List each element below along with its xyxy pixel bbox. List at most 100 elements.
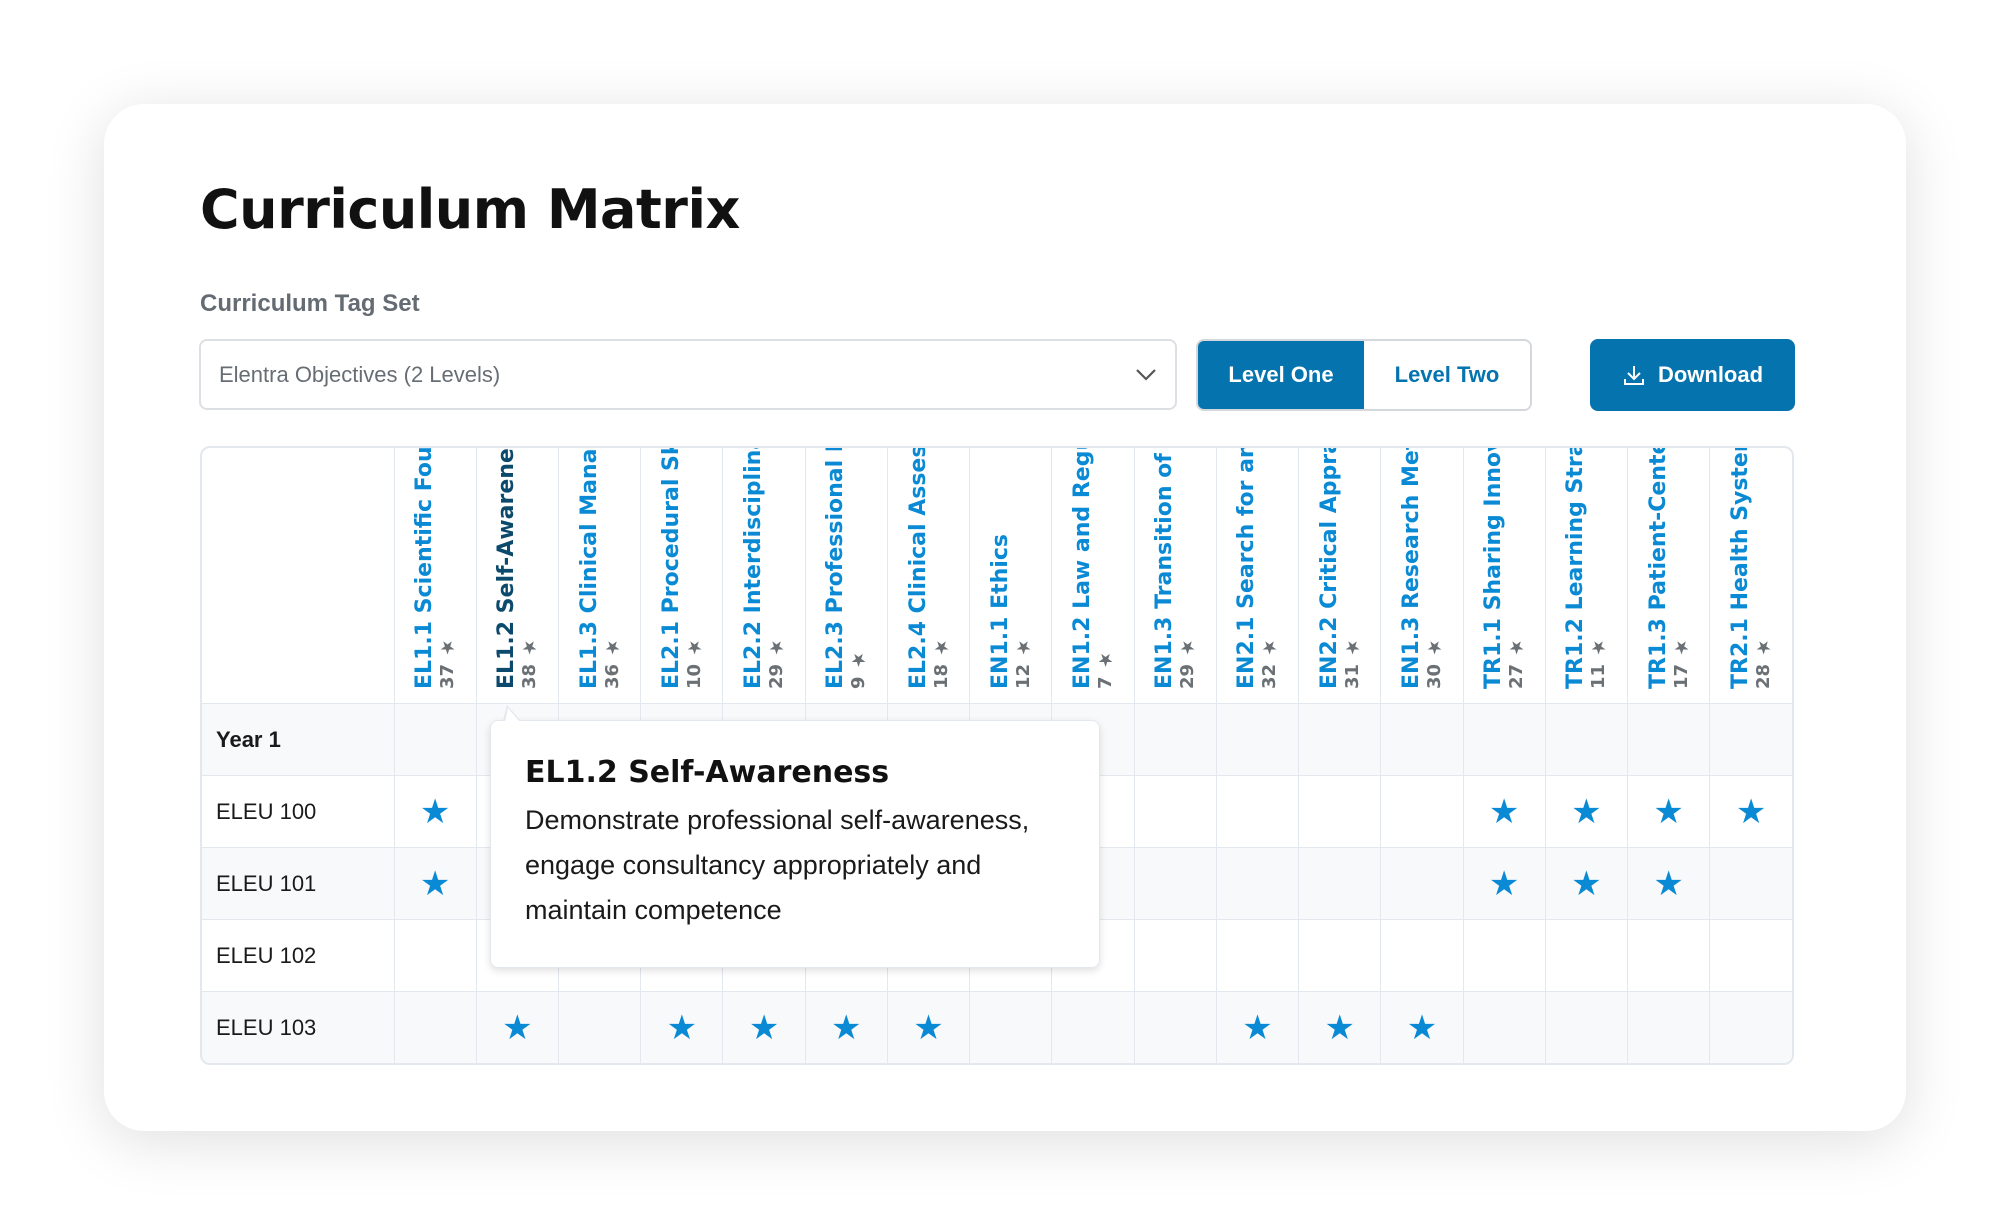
matrix-cell[interactable] — [1545, 991, 1629, 1063]
matrix-cell[interactable] — [1709, 847, 1792, 920]
matrix-cell[interactable]: ★ — [1545, 775, 1629, 848]
tag-set-select[interactable]: Elentra Objectives (2 Levels) — [199, 339, 1177, 410]
column-header[interactable]: EL1.2 Self-Awarenes 38 ★ — [476, 448, 559, 704]
matrix-cell[interactable]: ★ — [1627, 775, 1711, 848]
matrix-cell[interactable] — [1216, 703, 1300, 776]
matrix-cell[interactable]: ★ — [1380, 991, 1464, 1063]
matrix-cell[interactable] — [1545, 919, 1629, 992]
column-header[interactable]: TR1.3 Patient-Cente 17 ★ — [1627, 448, 1711, 704]
corner-cell — [202, 448, 395, 704]
star-icon: ★ — [1670, 636, 1692, 658]
matrix-cell[interactable] — [1545, 703, 1629, 776]
count-value: 32 — [1259, 663, 1281, 689]
column-count: 32 ★ — [1259, 448, 1281, 689]
matrix-cell[interactable]: ★ — [394, 775, 477, 848]
column-header[interactable]: EN1.1 Ethics 12 ★ — [969, 448, 1053, 704]
column-header[interactable]: EN2.2 Critical Appra 31 ★ — [1298, 448, 1382, 704]
matrix-cell[interactable] — [1298, 775, 1382, 848]
matrix-cell[interactable] — [1709, 991, 1792, 1063]
count-value: 37 — [437, 663, 459, 689]
matrix-cell[interactable] — [969, 991, 1053, 1063]
level-one-button[interactable]: Level One — [1198, 341, 1364, 409]
matrix-cell[interactable] — [394, 703, 477, 776]
column-label: EN1.3 Transition of u — [1152, 448, 1178, 689]
matrix-cell[interactable] — [1627, 991, 1711, 1063]
column-header[interactable]: EN1.3 Transition of u 29 ★ — [1134, 448, 1217, 704]
matrix-cell[interactable] — [1380, 847, 1464, 920]
column-header[interactable]: EL1.3 Clinical Manag 36 ★ — [558, 448, 642, 704]
column-header[interactable]: EL1.1 Scientific Found 37 ★ — [394, 448, 477, 704]
matrix-cell[interactable] — [1134, 703, 1217, 776]
column-header[interactable]: EL2.4 Clinical Assess 18 ★ — [887, 448, 971, 704]
count-value: 18 — [930, 663, 952, 689]
star-icon: ★ — [1242, 1007, 1273, 1048]
column-header-text: EN1.1 Ethics 12 ★ — [988, 448, 1034, 689]
matrix-cell[interactable] — [1216, 919, 1300, 992]
matrix-cell[interactable] — [1380, 919, 1464, 992]
matrix-cell[interactable] — [1627, 919, 1711, 992]
column-header[interactable]: TR2.1 Health System 28 ★ — [1709, 448, 1792, 704]
matrix-cell[interactable]: ★ — [1627, 847, 1711, 920]
matrix-cell[interactable] — [1298, 847, 1382, 920]
matrix-cell[interactable] — [558, 991, 642, 1063]
star-icon: ★ — [1653, 791, 1684, 832]
column-count: 28 ★ — [1753, 448, 1774, 689]
matrix-cell[interactable] — [1216, 847, 1300, 920]
download-label: Download — [1657, 362, 1764, 387]
matrix-cell[interactable] — [394, 919, 477, 992]
matrix-cell[interactable]: ★ — [476, 991, 559, 1063]
column-header[interactable]: EN1.3 Research Meth 30 ★ — [1380, 448, 1464, 704]
matrix-cell[interactable] — [1380, 775, 1464, 848]
matrix-cell[interactable]: ★ — [722, 991, 806, 1063]
column-count: 7 ★ — [1094, 448, 1116, 689]
matrix-cell[interactable] — [1134, 847, 1217, 920]
tag-set-value: Elentra Objectives (2 Levels) — [219, 361, 501, 387]
matrix-cell[interactable] — [394, 991, 477, 1063]
matrix-cell[interactable]: ★ — [1216, 991, 1300, 1063]
matrix-cell[interactable] — [1627, 703, 1711, 776]
column-label: EN1.2 Law and Regul — [1069, 448, 1095, 689]
column-header[interactable]: TR1.1 Sharing Innova 27 ★ — [1463, 448, 1546, 704]
matrix-cell[interactable] — [1298, 919, 1382, 992]
matrix-cell[interactable]: ★ — [1545, 847, 1629, 920]
download-button[interactable]: Download — [1590, 339, 1795, 411]
matrix-cell[interactable] — [1463, 919, 1546, 992]
matrix-cell[interactable]: ★ — [887, 991, 971, 1063]
column-header-text: TR2.1 Health System 28 ★ — [1728, 448, 1774, 689]
matrix-cell[interactable] — [1216, 775, 1300, 848]
column-header[interactable]: EN1.2 Law and Regul 7 ★ — [1051, 448, 1135, 704]
matrix-cell[interactable] — [1134, 991, 1217, 1063]
column-header[interactable]: TR1.2 Learning Strat 11 ★ — [1545, 448, 1629, 704]
star-icon: ★ — [1094, 649, 1116, 671]
matrix-cell[interactable] — [1298, 703, 1382, 776]
column-header[interactable]: EL2.1 Procedural Skil 10 ★ — [640, 448, 724, 704]
matrix-cell[interactable] — [1380, 703, 1464, 776]
matrix-cell[interactable] — [1051, 991, 1135, 1063]
matrix-cell[interactable] — [1463, 991, 1546, 1063]
matrix-cell[interactable]: ★ — [1463, 847, 1546, 920]
count-value: 30 — [1423, 663, 1445, 689]
matrix-cell[interactable]: ★ — [394, 847, 477, 920]
matrix-cell[interactable] — [1709, 703, 1792, 776]
matrix-cell[interactable]: ★ — [1463, 775, 1546, 848]
column-header[interactable]: EL2.2 Interdisciplina 29 ★ — [722, 448, 806, 704]
download-icon — [1623, 366, 1644, 385]
column-count: 30 ★ — [1423, 448, 1445, 689]
matrix-cell[interactable]: ★ — [640, 991, 724, 1063]
matrix-cell[interactable]: ★ — [1298, 991, 1382, 1063]
column-header[interactable]: EL2.3 Professional Be 9 ★ — [805, 448, 888, 704]
matrix-cell[interactable] — [1709, 919, 1792, 992]
column-label: EL2.3 Professional Be — [823, 448, 849, 689]
column-header[interactable]: EN2.1 Search for and 32 ★ — [1216, 448, 1300, 704]
row-label: ELEU 102 — [202, 919, 395, 992]
column-header-text: EL2.4 Clinical Assess 18 ★ — [906, 448, 952, 689]
matrix-cell[interactable] — [1463, 703, 1546, 776]
matrix-cell[interactable] — [1134, 919, 1217, 992]
matrix-cell[interactable]: ★ — [805, 991, 888, 1063]
count-value: 31 — [1341, 663, 1363, 689]
column-count: 9 ★ — [848, 448, 869, 689]
level-two-button[interactable]: Level Two — [1364, 341, 1530, 409]
matrix-cell[interactable] — [1134, 775, 1217, 848]
column-label: EL1.2 Self-Awarenes — [494, 448, 520, 689]
matrix-cell[interactable]: ★ — [1709, 775, 1792, 848]
